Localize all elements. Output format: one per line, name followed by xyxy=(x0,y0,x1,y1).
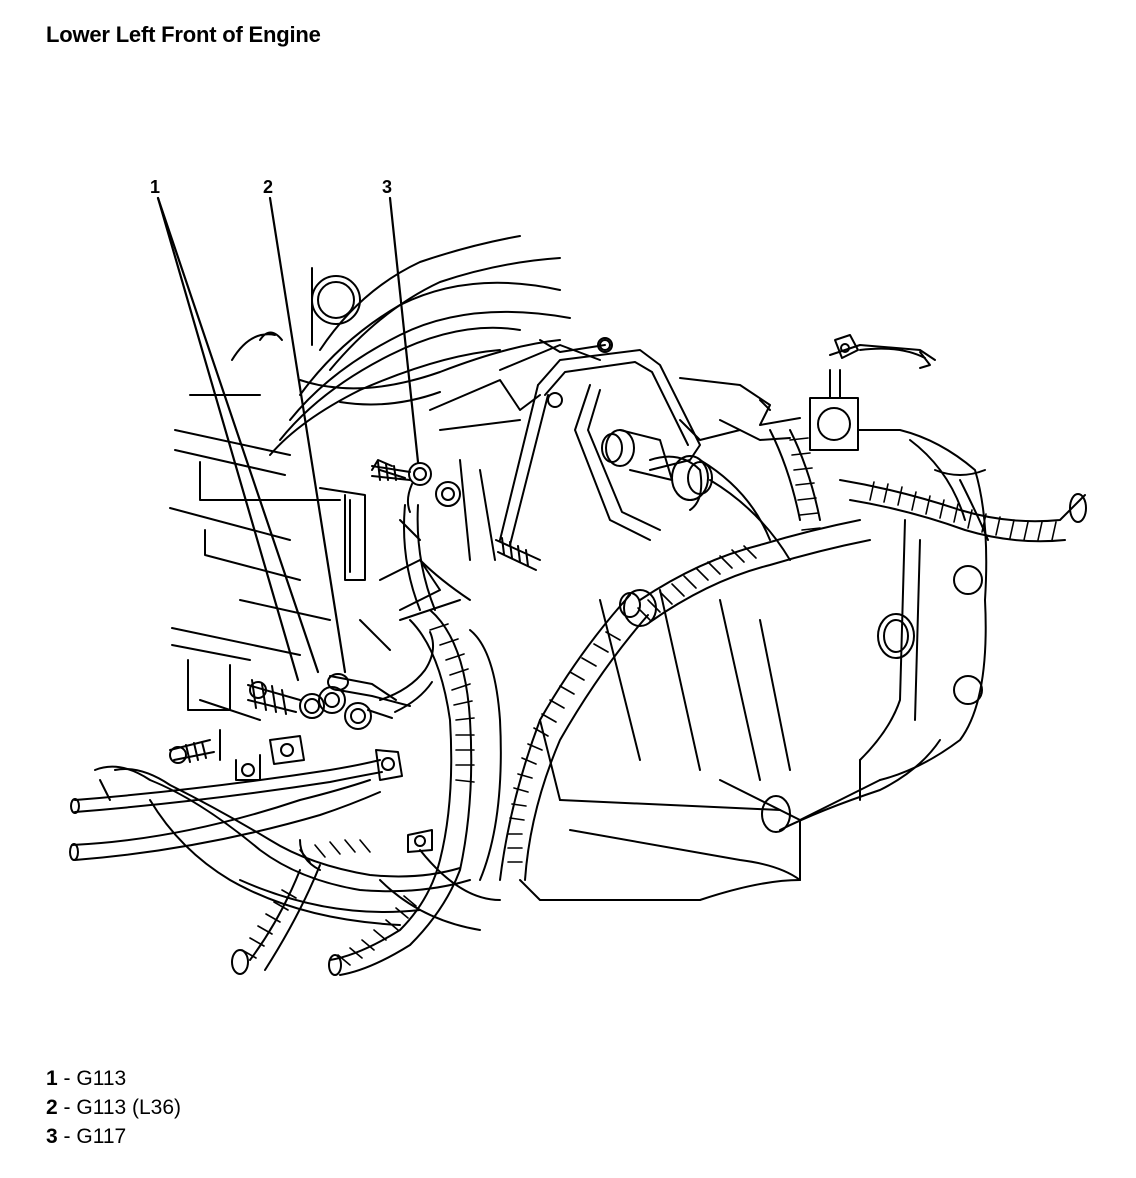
page-title: Lower Left Front of Engine xyxy=(46,22,321,47)
ground-fasteners xyxy=(169,461,541,853)
callout-leaders xyxy=(156,196,420,682)
legend: 1 - G113 2 - G113 (L36) 3 - G117 xyxy=(46,1064,181,1151)
transmission-housing xyxy=(519,334,989,901)
engine-block xyxy=(169,337,613,761)
mounting-bracket xyxy=(499,339,703,546)
callout-1: 1 xyxy=(150,177,161,197)
intake-manifold xyxy=(231,235,571,456)
wiring-harness xyxy=(231,429,1087,976)
callout-3: 3 xyxy=(382,177,393,197)
callout-2: 2 xyxy=(263,177,274,197)
legend-item-2: 2 - G113 (L36) xyxy=(46,1096,182,1119)
harness-convolute xyxy=(241,437,1057,966)
legend-item-3: 3 - G117 xyxy=(46,1125,127,1148)
legend-item-1: 1 - G113 xyxy=(46,1067,127,1090)
battery-cables xyxy=(69,759,471,926)
